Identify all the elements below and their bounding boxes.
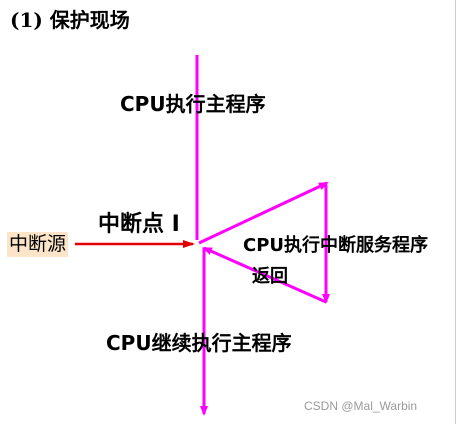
right-border-divider	[455, 0, 456, 424]
slide-title: (1) 保护现场	[10, 8, 130, 32]
continue-program-label: CPU继续执行主程序	[106, 331, 292, 355]
main-program-label: CPU执行主程序	[120, 92, 266, 116]
jump-to-isr-line	[198, 181, 329, 245]
watermark: CSDN @Mal_Warbin	[304, 399, 418, 413]
return-line	[202, 246, 327, 304]
breakpoint-label: 中断点 I	[98, 212, 180, 237]
return-label: 返回	[252, 266, 288, 287]
isr-label: CPU执行中断服务程序	[243, 235, 429, 256]
interrupt-source-label: 中断源	[7, 232, 69, 257]
